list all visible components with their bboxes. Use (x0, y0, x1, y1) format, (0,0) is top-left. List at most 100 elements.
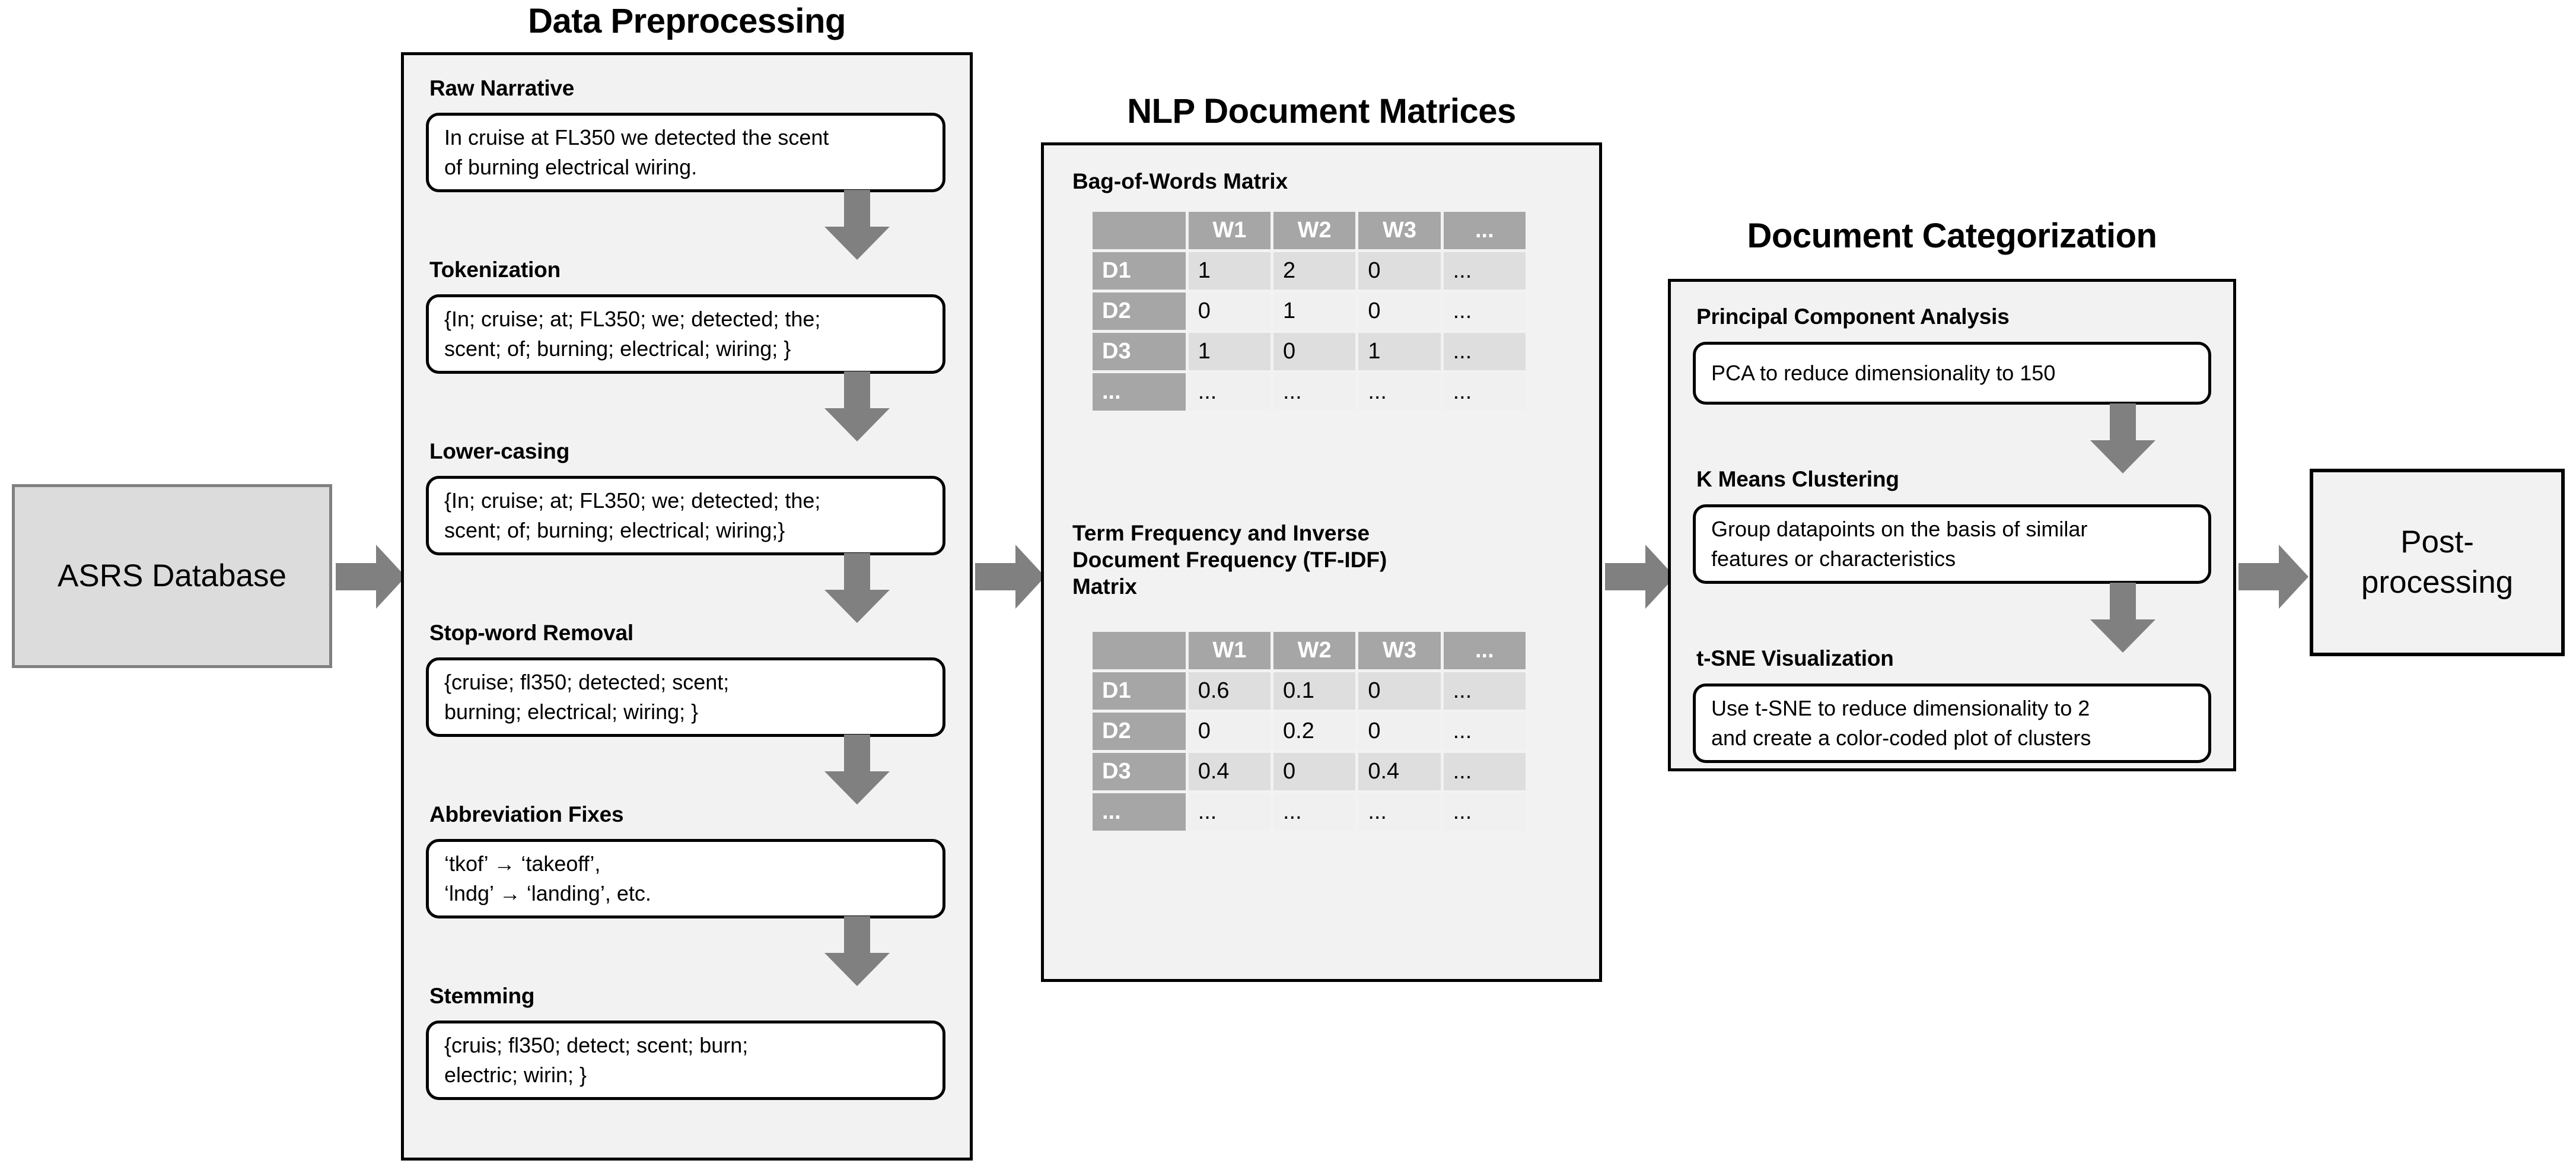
pca-line-1: PCA to reduce dimensionality to 150 (1711, 361, 2056, 386)
abbreviation-fixes-line-2: ‘lndg’ → ‘landing’, etc. (444, 881, 651, 905)
step-box-k-means-clustering[interactable]: Group datapoints on the basis of similar… (1693, 504, 2211, 584)
step-box-t-sne-visualization[interactable]: Use t-SNE to reduce dimensionality to 2 … (1693, 684, 2211, 763)
table-row: D2 0 0.2 0 ... (1093, 713, 1526, 750)
tsne-line-1: Use t-SNE to reduce dimensionality to 2 (1711, 696, 2090, 721)
cell-d2-w1: 0 (1188, 713, 1271, 750)
cell-d1-w2: 2 (1273, 252, 1356, 290)
cell-d3-w1: 0.4 (1188, 753, 1271, 790)
tsne-line-2: and create a color-coded plot of cluster… (1711, 726, 2091, 750)
cell-more-w3: ... (1358, 373, 1441, 411)
column-header-w1: W1 (1188, 632, 1271, 669)
step-label-tokenization: Tokenization (429, 258, 561, 282)
matrix-corner-cell (1093, 632, 1186, 669)
step-box-tokenization[interactable]: {In; cruise; at; FL350; we; detected; th… (426, 294, 945, 374)
tf-idf-title-line-1: Term Frequency and Inverse (1072, 521, 1370, 545)
table-row: D1 0.6 0.1 0 ... (1093, 672, 1526, 710)
cell-d3-w2: 0 (1273, 333, 1356, 370)
tokenization-line-2: scent; of; burning; electrical; wiring; … (444, 336, 791, 361)
column-header-w2: W2 (1273, 212, 1356, 249)
tf-idf-title-line-2: Document Frequency (TF-IDF) (1072, 548, 1387, 573)
step-box-stemming[interactable]: {cruis; fl350; detect; scent; burn; elec… (426, 1021, 945, 1100)
table-row: D2 0 1 0 ... (1093, 293, 1526, 330)
arrow-pca-to-kmeans (2090, 403, 2155, 473)
row-header-d1: D1 (1093, 252, 1186, 290)
cell-d2-more: ... (1443, 713, 1526, 750)
table-row: D3 0.4 0 0.4 ... (1093, 753, 1526, 790)
step-label-principal-component-analysis: Principal Component Analysis (1696, 304, 2010, 329)
row-header-d3: D3 (1093, 333, 1186, 370)
cell-more-w3: ... (1358, 793, 1441, 831)
cell-more-more: ... (1443, 373, 1526, 411)
step-box-lower-casing[interactable]: {In; cruise; at; FL350; we; detected; th… (426, 476, 945, 555)
kmeans-line-1: Group datapoints on the basis of similar (1711, 517, 2088, 542)
arrow-categorization-to-postprocessing (2239, 534, 2308, 619)
table-header-row: W1 W2 W3 ... (1093, 632, 1526, 669)
cell-d3-w1: 1 (1188, 333, 1271, 370)
table-row: ... ... ... ... ... (1093, 373, 1526, 411)
step-box-stop-word-removal[interactable]: {cruise; fl350; detected; scent; burning… (426, 657, 945, 737)
kmeans-line-2: features or characteristics (1711, 546, 1956, 571)
row-header-d2: D2 (1093, 713, 1186, 750)
step-label-abbreviation-fixes: Abbreviation Fixes (429, 802, 624, 826)
table-header-row: W1 W2 W3 ... (1093, 212, 1526, 249)
arrow-raw-narrative-to-tokenization (824, 190, 890, 260)
abbreviation-fixes-line-1: ‘tkof’ → ‘takeoff’, (444, 851, 601, 876)
step-label-lower-casing: Lower-casing (429, 439, 570, 463)
raw-narrative-line-1: In cruise at FL350 we detected the scent (444, 125, 829, 150)
arrow-preprocessing-to-nlp (975, 534, 1045, 619)
page-title-data-preprocessing: Data Preprocessing (528, 2, 846, 40)
lower-casing-line-2: scent; of; burning; electrical; wiring;} (444, 518, 785, 542)
asrs-database-node[interactable]: ASRS Database (12, 484, 332, 668)
step-label-t-sne-visualization: t-SNE Visualization (1696, 646, 1894, 670)
cell-d1-w3: 0 (1358, 252, 1441, 290)
cell-d2-w3: 0 (1358, 293, 1441, 330)
post-processing-label-line-1: Post- (2400, 524, 2474, 560)
post-processing-node[interactable]: Post- processing (2310, 469, 2565, 656)
arrow-lower-casing-to-stop-word-removal (824, 553, 890, 623)
row-header-d1: D1 (1093, 672, 1186, 710)
cell-d2-w2: 0.2 (1273, 713, 1356, 750)
column-header-ellipsis: ... (1443, 632, 1526, 669)
stop-word-removal-line-2: burning; electrical; wiring; } (444, 700, 699, 724)
arrow-abbreviation-fixes-to-stemming (824, 916, 890, 986)
arrow-kmeans-to-tsne (2090, 583, 2155, 653)
cell-d1-more: ... (1443, 252, 1526, 290)
bag-of-words-matrix-table: W1 W2 W3 ... D1 1 2 0 ... D2 0 1 0 ... D… (1090, 209, 1529, 414)
matrix-title-tf-idf: Term Frequency and Inverse Document Freq… (1072, 520, 1523, 600)
cell-d3-more: ... (1443, 753, 1526, 790)
cell-d1-w3: 0 (1358, 672, 1441, 710)
asrs-database-label: ASRS Database (58, 558, 286, 594)
cell-d3-w3: 0.4 (1358, 753, 1441, 790)
arrow-stop-word-removal-to-abbreviation-fixes (824, 735, 890, 805)
stemming-line-1: {cruis; fl350; detect; scent; burn; (444, 1033, 749, 1058)
cell-d2-w1: 0 (1188, 293, 1271, 330)
step-box-raw-narrative[interactable]: In cruise at FL350 we detected the scent… (426, 113, 945, 192)
stop-word-removal-line-1: {cruise; fl350; detected; scent; (444, 670, 730, 695)
cell-more-more: ... (1443, 793, 1526, 831)
cell-d2-w3: 0 (1358, 713, 1441, 750)
cell-more-w2: ... (1273, 373, 1356, 411)
table-row: D3 1 0 1 ... (1093, 333, 1526, 370)
cell-d1-w1: 0.6 (1188, 672, 1271, 710)
cell-d3-more: ... (1443, 333, 1526, 370)
step-box-principal-component-analysis[interactable]: PCA to reduce dimensionality to 150 (1693, 342, 2211, 405)
matrix-corner-cell (1093, 212, 1186, 249)
row-header-ellipsis: ... (1093, 373, 1186, 411)
table-row: D1 1 2 0 ... (1093, 252, 1526, 290)
step-label-stop-word-removal: Stop-word Removal (429, 621, 634, 645)
arrow-tokenization-to-lower-casing (824, 371, 890, 441)
column-header-w3: W3 (1358, 632, 1441, 669)
arrow-nlp-to-categorization (1605, 534, 1675, 619)
cell-d3-w2: 0 (1273, 753, 1356, 790)
step-label-raw-narrative: Raw Narrative (429, 76, 575, 100)
table-row: ... ... ... ... ... (1093, 793, 1526, 831)
column-header-w1: W1 (1188, 212, 1271, 249)
page-title-document-categorization: Document Categorization (1747, 217, 2158, 255)
row-header-d3: D3 (1093, 753, 1186, 790)
tf-idf-matrix-table: W1 W2 W3 ... D1 0.6 0.1 0 ... D2 0 0.2 0… (1090, 629, 1529, 834)
stemming-line-2: electric; wirin; } (444, 1063, 587, 1087)
cell-more-w2: ... (1273, 793, 1356, 831)
step-box-abbreviation-fixes[interactable]: ‘tkof’ → ‘takeoff’, ‘lndg’ → ‘landing’, … (426, 839, 945, 918)
step-label-k-means-clustering: K Means Clustering (1696, 467, 1899, 491)
raw-narrative-line-2: of burning electrical wiring. (444, 155, 698, 179)
